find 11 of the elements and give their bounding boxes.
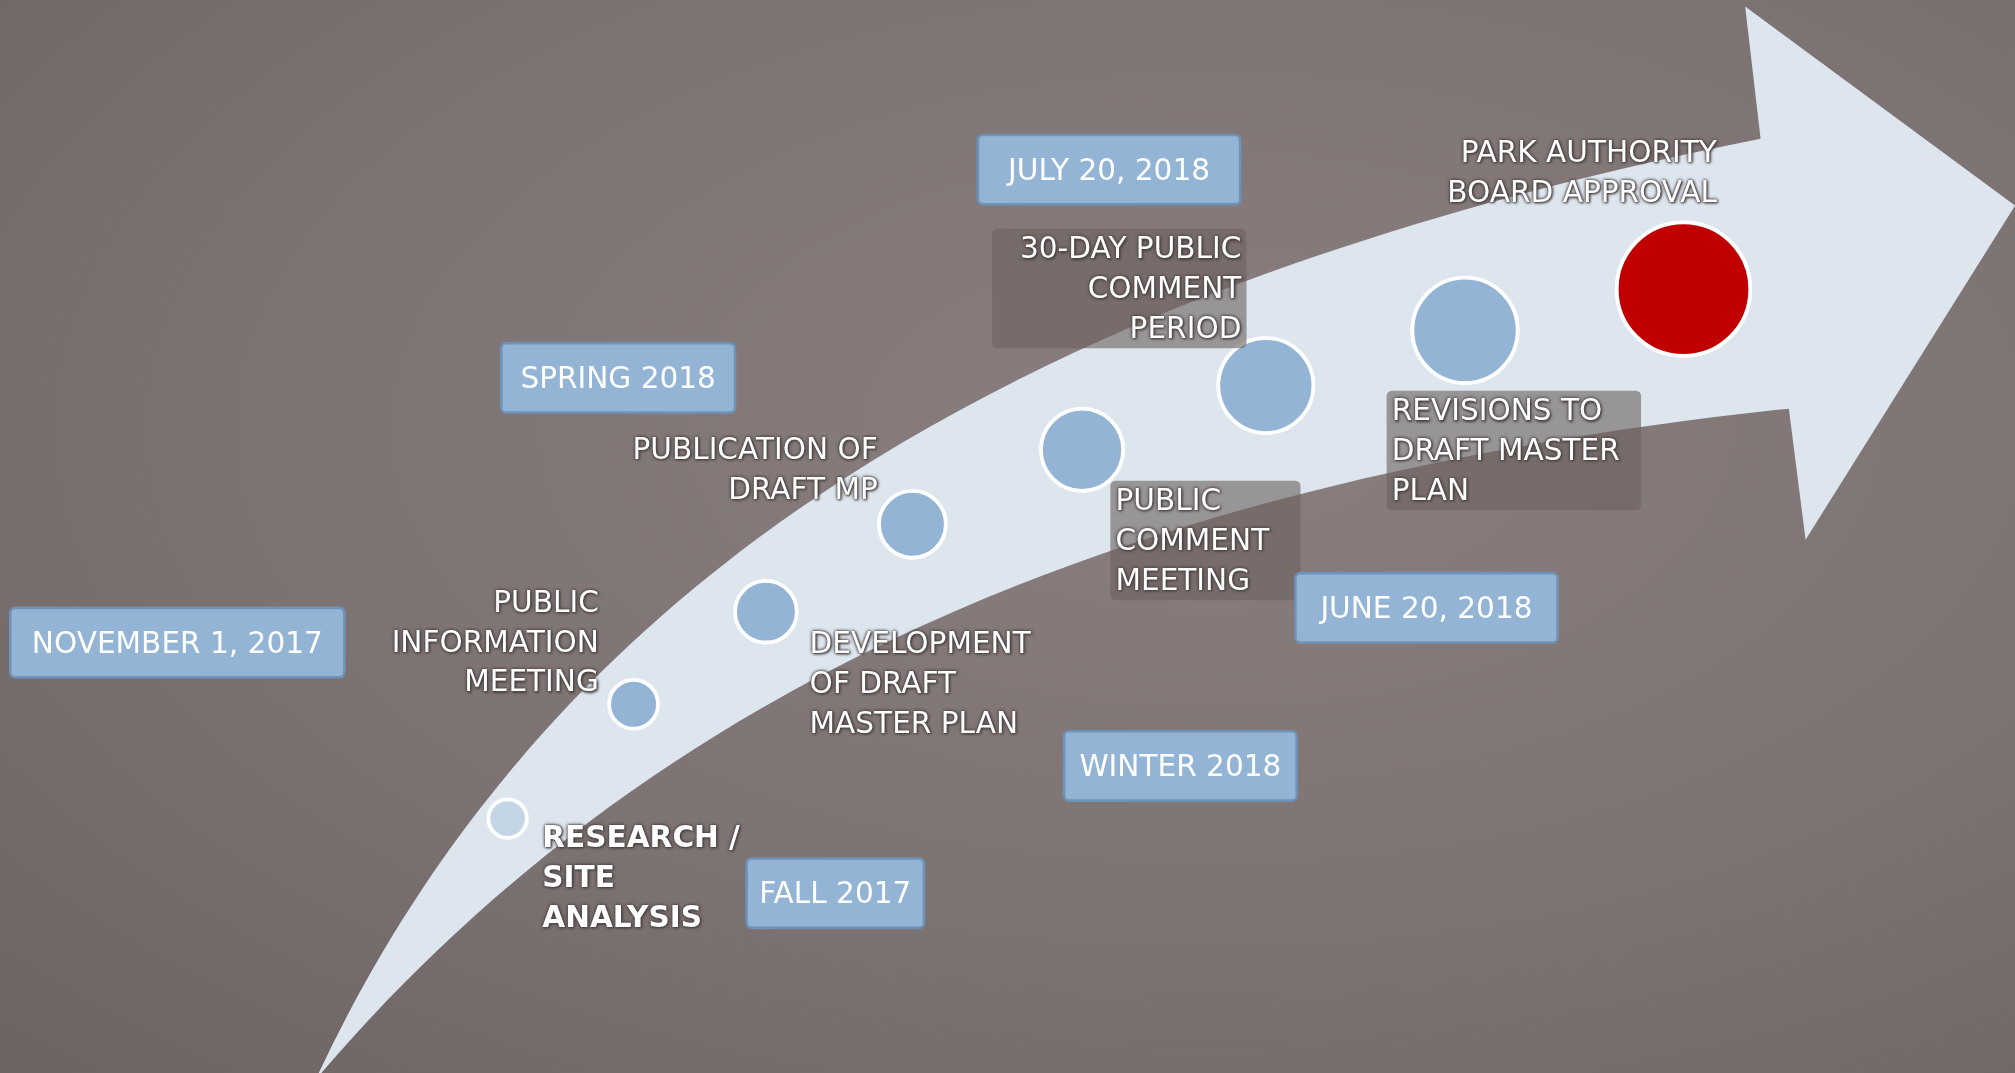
date-label: NOVEMBER 1, 2017 [9,606,346,679]
date-label: WINTER 2018 [1062,729,1298,802]
milestone-label: REVISIONS TO DRAFT MASTER PLAN [1386,390,1642,511]
milestone-label: PUBLIC COMMENT MEETING [1110,480,1301,601]
milestone-label: 30-DAY PUBLIC COMMENT PERIOD [992,228,1247,349]
milestone-label: PUBLICATION OF DRAFT MP [631,430,878,508]
milestone-label: PUBLIC INFORMATION MEETING [390,583,599,700]
date-label: JUNE 20, 2018 [1294,571,1559,644]
date-label: JULY 20, 2018 [976,133,1242,206]
date-label: SPRING 2018 [499,341,737,414]
date-label: FALL 2017 [745,857,926,930]
